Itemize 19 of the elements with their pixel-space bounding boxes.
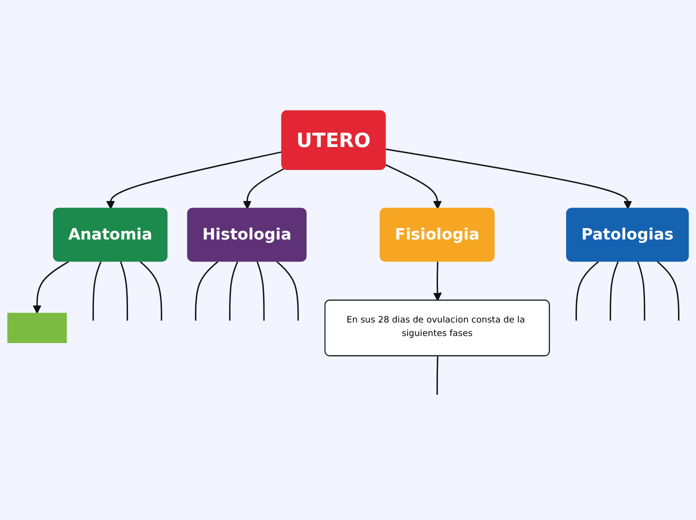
connector xyxy=(140,260,162,320)
connector xyxy=(610,261,619,320)
connector xyxy=(256,261,265,320)
connector xyxy=(656,260,680,320)
arrow xyxy=(32,260,70,314)
connector xyxy=(120,261,128,320)
connector xyxy=(229,261,238,320)
connector xyxy=(637,261,646,320)
connector xyxy=(576,260,599,320)
connector xyxy=(276,260,299,320)
arrow xyxy=(386,148,632,210)
connector xyxy=(92,261,102,320)
node-box xyxy=(7,312,67,343)
arrow xyxy=(242,168,284,210)
arrow xyxy=(385,164,442,210)
arrow xyxy=(106,151,282,210)
connector xyxy=(194,260,218,320)
connector xyxy=(436,356,438,395)
arrow xyxy=(433,261,442,301)
